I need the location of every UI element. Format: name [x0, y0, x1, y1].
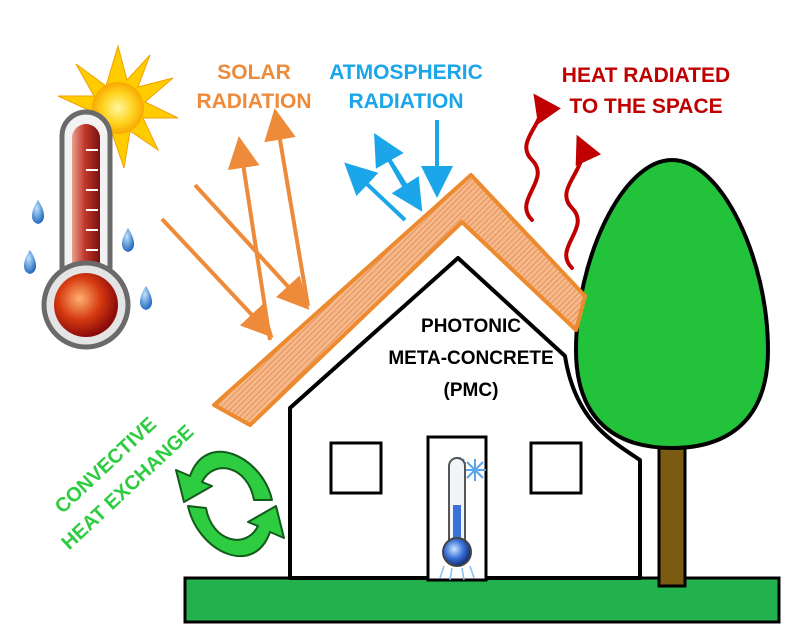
window-right [529, 441, 583, 495]
heat-label-line2: TO THE SPACE [569, 95, 722, 118]
solar-label-line2: RADIATION [196, 90, 311, 113]
pmc-label: PHOTONIC META-CONCRETE (PMC) [388, 316, 553, 401]
atmo-label-line2: RADIATION [348, 90, 463, 113]
heat-radiated-label: HEAT RADIATED TO THE SPACE [562, 64, 730, 118]
heat-radiated-arrows [524, 93, 602, 270]
sweat-drop-icon [24, 200, 152, 310]
atmo-label-line1: ATMOSPHERIC [329, 61, 483, 84]
atmospheric-radiation-label: ATMOSPHERIC RADIATION [329, 61, 483, 113]
cold-thermometer-icon [439, 457, 475, 581]
pmc-label-line1: PHOTONIC [421, 316, 521, 337]
pmc-roof [212, 173, 587, 427]
tree-canopy [573, 157, 771, 451]
window-left [329, 441, 383, 495]
solar-radiation-arrows [160, 108, 310, 341]
heat-label-line1: HEAT RADIATED [562, 64, 730, 87]
ground [183, 576, 781, 624]
convective-label: CONVECTIVE HEAT EXCHANGE [51, 413, 198, 554]
circular-arrows-icon [175, 450, 285, 558]
solar-radiation-label: SOLAR RADIATION [196, 61, 311, 113]
pmc-label-line3: (PMC) [444, 380, 499, 401]
atmospheric-radiation-arrows [344, 120, 453, 222]
tree-icon [573, 157, 771, 588]
hot-thermometer-icon [41, 109, 131, 350]
tree-trunk [657, 428, 687, 588]
pmc-label-line2: META-CONCRETE [388, 348, 553, 369]
solar-label-line1: SOLAR [217, 61, 291, 84]
house-outline [288, 256, 642, 580]
